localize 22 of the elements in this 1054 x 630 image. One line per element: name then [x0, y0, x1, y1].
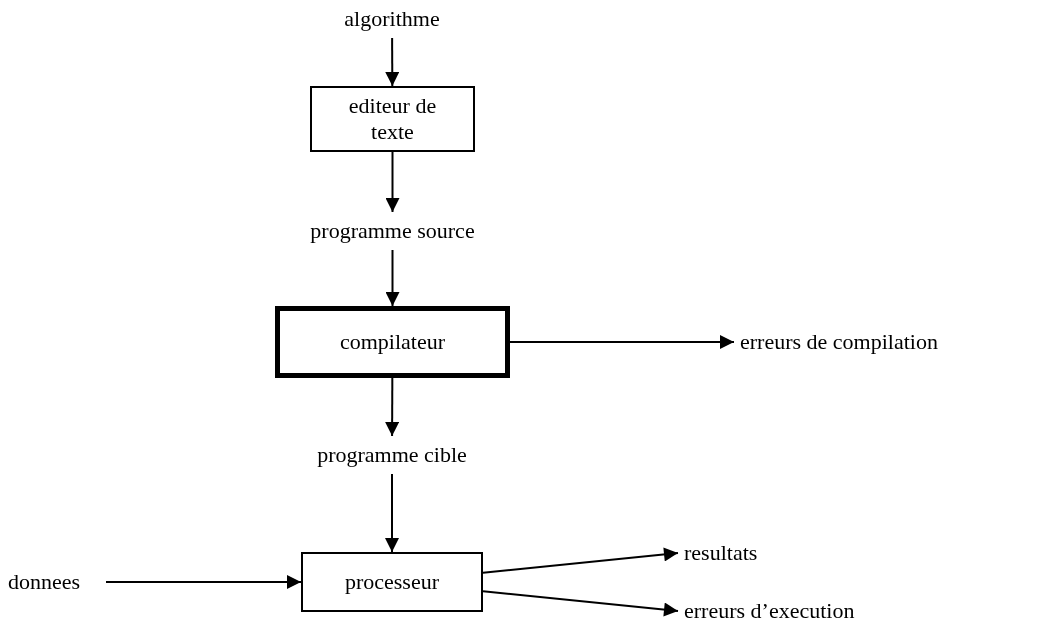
arrow [385, 37, 400, 87]
arrow [385, 249, 400, 307]
node-text: editeur de texte [347, 93, 438, 145]
process-box [310, 86, 475, 152]
arrow [509, 335, 735, 349]
process-box [275, 306, 510, 378]
node-text: programme source [310, 218, 475, 244]
node-text: resultats [684, 540, 758, 566]
arrow [385, 377, 400, 437]
node-text: programme cible [317, 442, 467, 468]
arrow [385, 151, 400, 213]
process-box [301, 552, 483, 612]
arrow [385, 473, 399, 553]
node-text: erreurs d’execution [684, 598, 855, 624]
node-text: processeur [344, 569, 440, 595]
node-text: donnees [8, 569, 81, 595]
arrow [105, 575, 302, 589]
arrow [482, 547, 679, 574]
node-text: compilateur [339, 329, 446, 355]
node-text: algorithme [344, 6, 440, 32]
arrow [482, 590, 679, 617]
node-text: erreurs de compilation [740, 329, 938, 355]
